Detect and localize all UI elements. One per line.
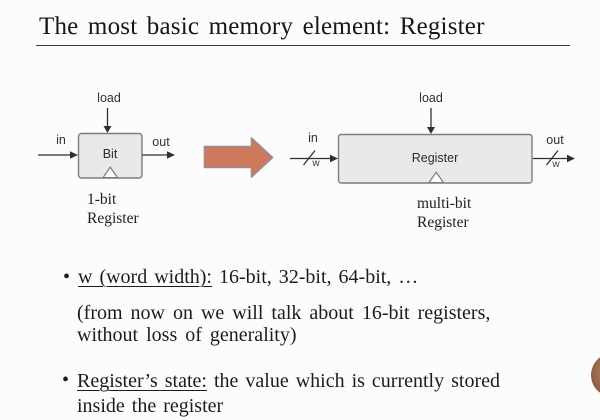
bullet-glyph: •	[62, 369, 70, 391]
clock-triangle-icon	[427, 171, 445, 184]
out-label: out	[546, 133, 564, 147]
in-bus-width-label: w	[312, 158, 320, 169]
in-label: in	[56, 133, 66, 147]
bullet2-rest: the value which is currently stored	[206, 370, 500, 392]
in-arrowhead-icon	[70, 151, 78, 159]
bullet1-note: (from now on we will talk about 16-bit r…	[77, 302, 491, 346]
bullet1-rest: 16-bit, 32-bit, 64-bit, …	[211, 266, 419, 288]
title-underline	[36, 45, 570, 46]
bullet-glyph: •	[63, 266, 71, 288]
bullet2-line-2: inside the register	[77, 395, 224, 417]
in-arrowhead-icon	[330, 154, 338, 163]
in-label: in	[308, 131, 318, 145]
caption-line-1: multi-bit	[417, 195, 472, 212]
bullet2-term: Register’s state:	[77, 370, 207, 392]
load-label: load	[419, 91, 443, 105]
out-bus-slash	[545, 150, 559, 166]
out-bus-width-label: w	[552, 159, 560, 170]
note-line-1: (from now on we will talk about 16-bit r…	[77, 302, 491, 324]
one-bit-caption: 1-bit Register	[87, 190, 139, 228]
webcam-circle	[591, 353, 600, 397]
note-line-2: without loss of generality)	[77, 323, 297, 346]
bit-box-label: Bit	[102, 147, 118, 161]
caption-line-2: Register	[417, 214, 469, 231]
load-arrowhead-icon	[427, 127, 435, 134]
multi-bit-register-diagram	[290, 108, 575, 184]
load-label: load	[97, 91, 121, 105]
one-bit-register-diagram	[38, 108, 175, 179]
load-arrowhead-icon	[103, 126, 112, 133]
block-arrow-icon	[203, 137, 274, 178]
bullet1-term: w (word width):	[78, 266, 212, 288]
clock-triangle-icon	[101, 166, 119, 179]
caption-line-1: 1-bit	[87, 191, 117, 208]
out-arrowhead-icon	[167, 151, 175, 159]
caption-line-2: Register	[87, 210, 139, 227]
out-arrowhead-icon	[567, 154, 575, 163]
bullet-item-word-width: w (word width): 16-bit, 32-bit, 64-bit, …	[78, 266, 418, 289]
bullet-item-register-state: Register’s state: the value which is cur…	[77, 369, 500, 419]
bullet2-line-1: Register’s state: the value which is cur…	[77, 369, 500, 394]
slide-title: The most basic memory element: Register	[39, 13, 485, 40]
register-box-label: Register	[411, 151, 459, 165]
out-label: out	[152, 135, 170, 149]
multi-bit-caption: multi-bit Register	[417, 194, 471, 232]
in-bus-slash	[302, 150, 316, 166]
